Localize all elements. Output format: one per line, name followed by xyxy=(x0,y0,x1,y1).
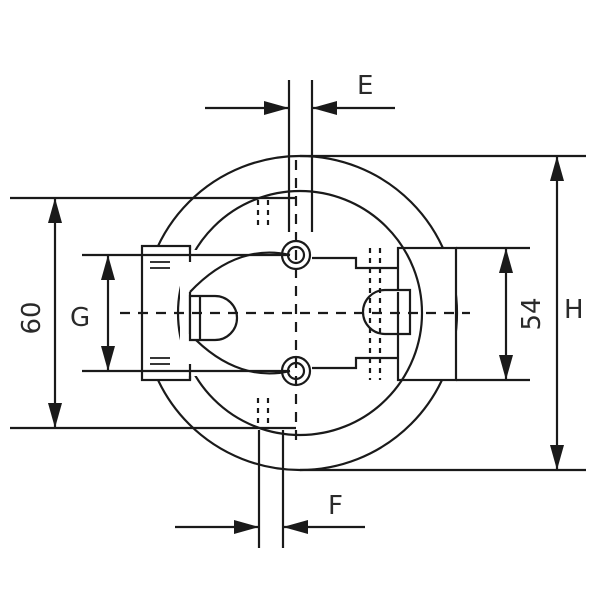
label-h: H xyxy=(564,295,584,325)
label-60: 60 xyxy=(17,301,47,334)
dimension-g: G xyxy=(70,253,290,373)
dimension-e: E xyxy=(205,71,395,232)
label-g: G xyxy=(70,303,90,333)
label-e: E xyxy=(357,71,373,101)
dimension-54: 54 xyxy=(456,246,547,382)
hidden-lines xyxy=(120,160,470,440)
label-f: F xyxy=(328,491,343,521)
dimension-h: H xyxy=(300,154,586,472)
dimension-60: 60 xyxy=(10,196,296,430)
dimension-f: F xyxy=(175,430,365,548)
label-54: 54 xyxy=(517,297,547,330)
